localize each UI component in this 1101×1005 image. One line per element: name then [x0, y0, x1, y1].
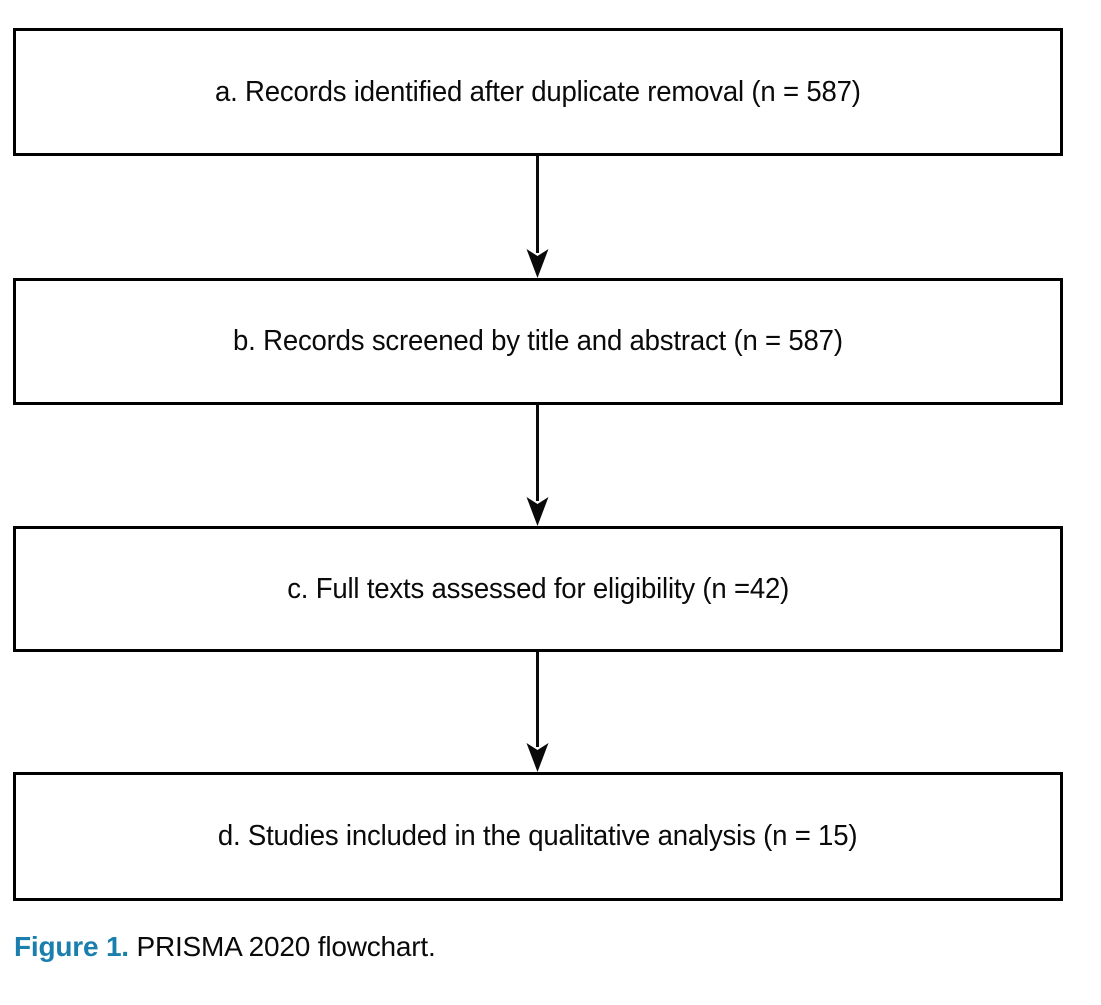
flowchart-node-b: b. Records screened by title and abstrac… [13, 278, 1063, 405]
figure-caption-label: Figure 1. [14, 931, 129, 962]
flowchart-node-d: d. Studies included in the qualitative a… [13, 772, 1063, 901]
flowchart-node-c: c. Full texts assessed for eligibility (… [13, 526, 1063, 652]
flowchart-node-a: a. Records identified after duplicate re… [13, 28, 1063, 156]
flowchart-node-d-label: d. Studies included in the qualitative a… [218, 820, 858, 853]
flowchart-node-a-label: a. Records identified after duplicate re… [215, 75, 861, 108]
figure-caption-text: PRISMA 2020 flowchart. [136, 931, 436, 962]
figure-caption: Figure 1. PRISMA 2020 flowchart. [14, 929, 436, 964]
flowchart-node-c-label: c. Full texts assessed for eligibility (… [287, 572, 789, 605]
flowchart-node-b-label: b. Records screened by title and abstrac… [233, 325, 843, 358]
